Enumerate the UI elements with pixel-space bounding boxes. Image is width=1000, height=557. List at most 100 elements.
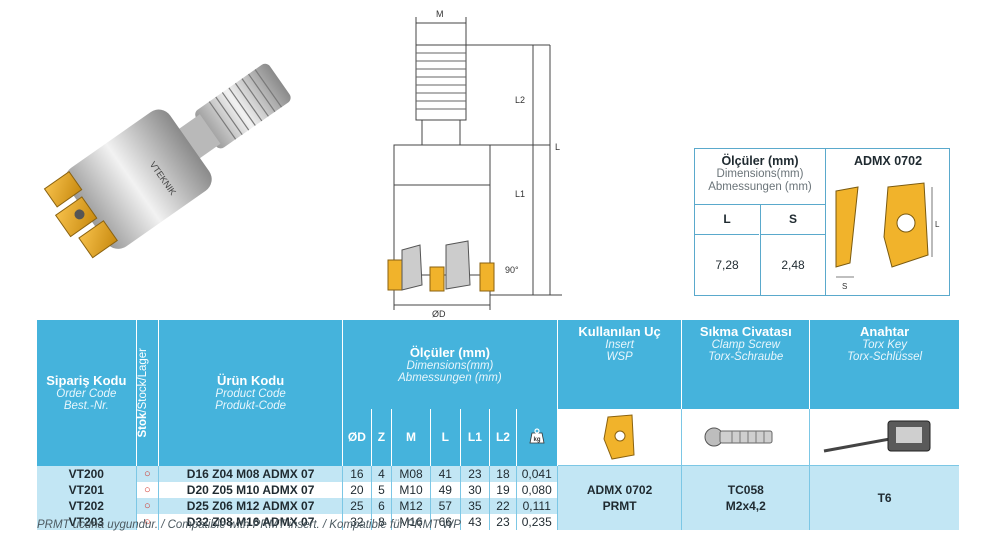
header-order-code: Sipariş Kodu Order Code Best.-Nr. [37,320,137,466]
subheader-m: M [391,409,431,466]
header-dimensions: Ölçüler (mm) Dimensions(mm) Abmessungen … [342,320,558,409]
cell-l2: 22 [489,497,517,514]
header-screw-de: Torx-Schraube [708,351,784,363]
header-insert-de: WSP [606,351,633,363]
insert-col-s: S [761,205,825,235]
product-table: Sipariş Kodu Order Code Best.-Nr. Stok/S… [37,320,959,530]
cell-m: M08 [391,465,431,482]
screw-image-cell [681,409,811,466]
cell-product: D32 Z08 M16 ADMX 07 [158,513,344,530]
header-insert: Kullanılan Uç Insert WSP [557,320,683,409]
dim-label-l2: L2 [515,95,525,105]
dim-label-angle: 90° [505,265,519,275]
insert-value-cell: ADMX 0702 PRMT [557,465,683,530]
cell-order: VT203 [37,513,137,530]
screw-value-cell: TC058 M2x4,2 [681,465,811,530]
cell-l: 57 [430,497,461,514]
cell-l1: 23 [460,465,491,482]
cell-l2: 19 [489,481,517,498]
header-screw-en: Clamp Screw [711,339,780,351]
header-product-code-de: Produkt-Code [215,400,287,413]
cell-m: M16 [391,513,431,530]
torx-key-icon [823,420,931,453]
key-value-cell: T6 [809,465,959,530]
header-stock-label: Stok/Stock/Lager [136,348,149,438]
technical-drawing: M L2 L L1 90° ØD [387,9,562,319]
cell-weight: 0,080 [516,481,558,498]
cell-z: 5 [371,481,393,498]
insert-type-title: ADMX 0702 [853,154,923,168]
cell-stock: ○ [136,497,160,514]
cell-l2: 23 [489,513,517,530]
subheader-l2: L2 [489,409,517,466]
cell-l: 41 [430,465,461,482]
insert-dim-title: Ölçüler (mm) [721,154,799,168]
header-key-en: Torx Key [862,339,908,351]
header-order-code-en: Order Code [56,388,117,401]
insert-image-cell [557,409,683,466]
subheader-d: ØD [342,409,372,466]
cell-order: VT200 [37,465,137,482]
cell-weight: 0,041 [516,465,558,482]
svg-text:kg: kg [533,437,540,443]
table-row: VT202 ○ D25 Z06 M12 ADMX 07 25 6 M12 57 … [37,497,959,514]
cell-product: D25 Z06 M12 ADMX 07 [158,497,344,514]
insert-drawing: L S [835,182,940,291]
weight-icon: kg [529,428,545,444]
header-screw: Sıkma Civatası Clamp Screw Torx-Schraube [681,320,811,409]
insert-dimensions-box: Ölçüler (mm) Dimensions(mm) Abmessungen … [694,148,950,296]
insert-dim-subtitle-de: Abmessungen (mm) [708,181,812,193]
key-value: T6 [877,490,892,505]
insert-val-l: 7,28 [715,258,739,272]
table-row: VT200 ○ D16 Z04 M08 ADMX 07 16 4 M08 41 … [37,465,959,530]
cell-l: 49 [430,481,461,498]
header-stock: Stok/Stock/Lager [136,320,160,466]
cell-l: 66 [430,513,461,530]
key-image-cell [809,409,959,466]
cell-d: 32 [342,513,372,530]
header-product-code: Ürün Kodu Product Code Produkt-Code [158,320,344,466]
subheader-z: Z [371,409,393,466]
cell-stock: ○ [136,513,160,530]
subheader-l1: L1 [460,409,491,466]
header-insert-en: Insert [605,339,634,351]
insert-dim-header: Ölçüler (mm) Dimensions(mm) Abmessungen … [695,149,825,205]
header-dimensions-de: Abmessungen (mm) [398,372,502,384]
svg-text:S: S [842,282,847,291]
cell-l1: 43 [460,513,491,530]
cell-z: 8 [371,513,393,530]
header-key-de: Torx-Schlüssel [847,351,923,363]
subheader-weight: kg [516,409,558,466]
header-product-code-tr: Ürün Kodu [217,373,285,389]
cell-l1: 30 [460,481,491,498]
cell-stock: ○ [136,465,160,482]
insert-value-2: PRMT [602,498,637,513]
insert-value-1: ADMX 0702 [586,482,653,497]
cell-l1: 35 [460,497,491,514]
dim-label-l1: L1 [515,189,525,199]
cell-product: D16 Z04 M08 ADMX 07 [158,465,344,482]
insert-dim-subtitle-en: Dimensions(mm) [716,168,804,180]
insert-icon [603,414,635,460]
header-order-code-de: Best.-Nr. [63,400,109,413]
cell-z: 6 [371,497,393,514]
insert-col-divider [760,205,761,295]
insert-col-l: L [695,205,759,235]
header-screw-tr: Sıkma Civatası [699,324,792,339]
header-dimensions-tr: Ölçüler (mm) [409,345,490,360]
cell-order: VT202 [37,497,137,514]
cell-m: M12 [391,497,431,514]
footnote: PRMT ucuna uygundur. / Compatible with P… [37,519,461,531]
cell-z: 4 [371,465,393,482]
insert-val-s: 2,48 [781,258,805,272]
dim-label-l: L [555,142,560,152]
header-key: Anahtar Torx Key Torx-Schlüssel [810,320,959,409]
svg-text:L: L [935,220,940,229]
cell-stock: ○ [136,481,160,498]
cell-l2: 18 [489,465,517,482]
header-insert-tr: Kullanılan Uç [578,324,661,339]
header-dimensions-en: Dimensions(mm) [406,360,494,372]
screw-value-2: M2x4,2 [725,498,766,513]
dim-label-d: ØD [432,309,446,319]
dim-label-m: M [436,9,444,19]
